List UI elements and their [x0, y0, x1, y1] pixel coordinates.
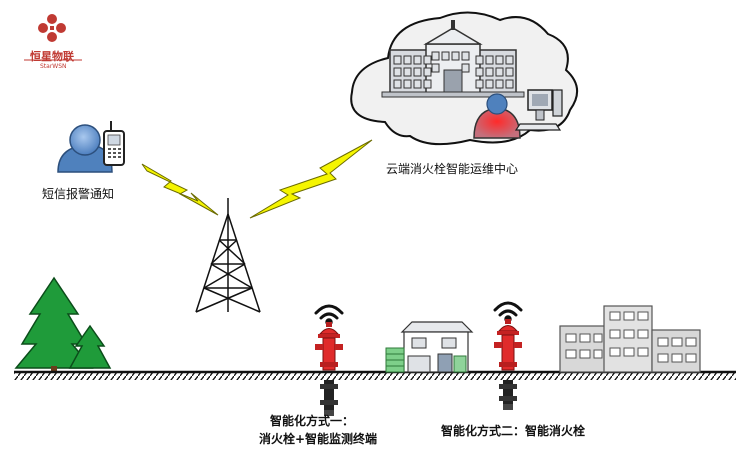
tree-icon [14, 276, 94, 372]
computer-icon [514, 89, 563, 131]
logo-title: 恒星物联 [30, 50, 74, 63]
method-one-desc: 消火栓+智能监测终端 [259, 432, 378, 446]
hydrant-icon [315, 322, 343, 416]
house-icon [385, 321, 474, 373]
tower-icon [195, 198, 261, 313]
wifi-icon [314, 304, 344, 326]
sms-alert-label: 短信报警通知 [42, 187, 115, 201]
logo-subtitle: StarWSN [40, 63, 67, 70]
method-one-title: 智能化方式一： [270, 414, 355, 428]
cloud-center-label: 云端消火栓智能运维中心 [386, 162, 519, 176]
factory-icon [559, 305, 701, 373]
person-phone-icon [57, 121, 125, 173]
hydrant-icon [494, 319, 522, 410]
lightning-icon [141, 163, 219, 216]
lightning-icon [249, 139, 373, 219]
wifi-icon [493, 301, 523, 323]
tree-icon [68, 324, 112, 369]
building-icon [381, 20, 525, 98]
logo-icon [38, 14, 66, 42]
ground-line [14, 370, 736, 380]
method-two-label: 智能化方式二：智能消火栓 [441, 424, 586, 438]
operator-icon [473, 93, 521, 139]
